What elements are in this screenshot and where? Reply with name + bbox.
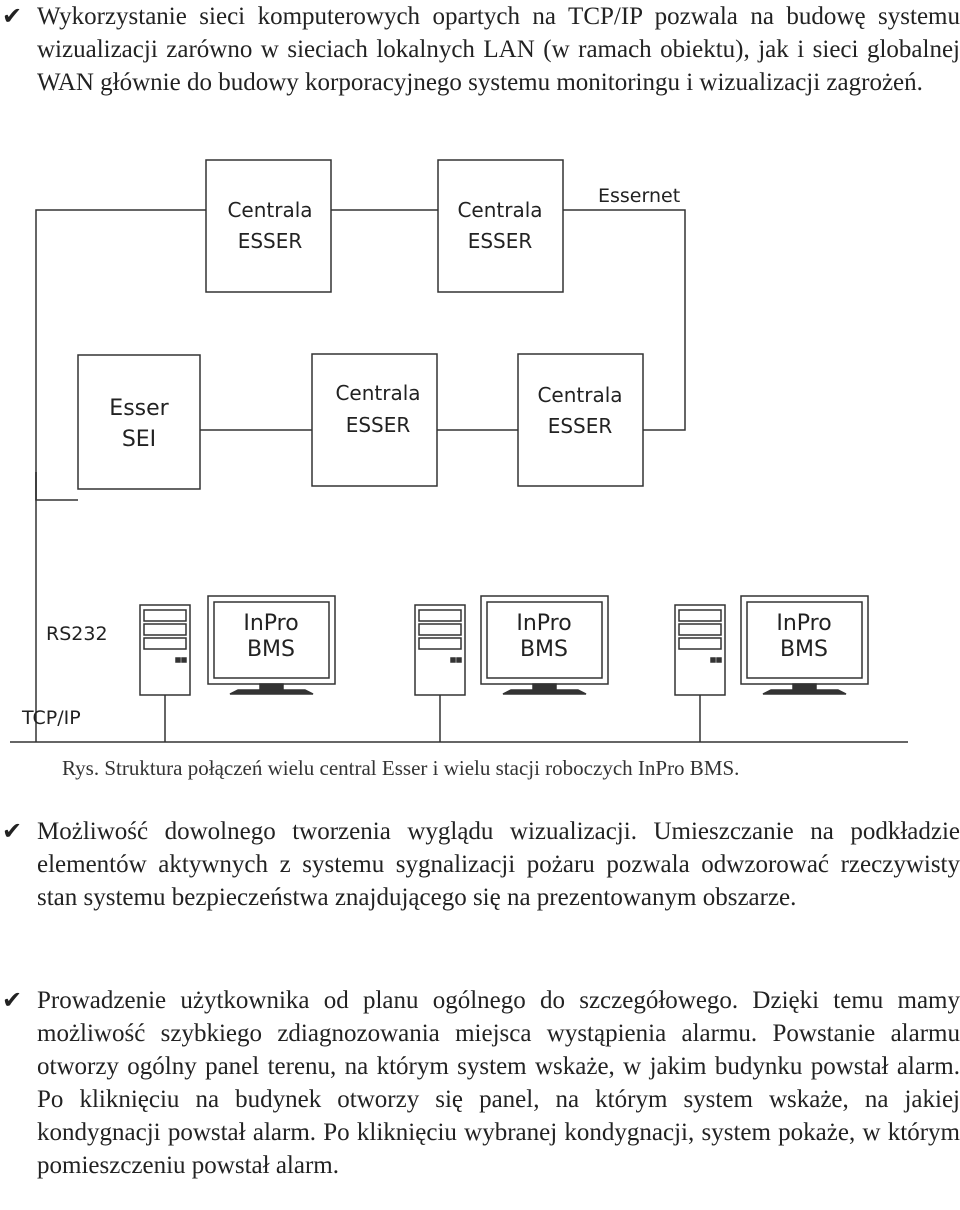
panel-label-line2: ESSER bbox=[548, 414, 613, 438]
panel-esser-sei: Esser SEI bbox=[77, 354, 201, 490]
panel-centrala-top-right: Centrala ESSER bbox=[437, 159, 564, 293]
tcpip-label: TCP/IP bbox=[21, 707, 81, 729]
essernet-label: Essernet bbox=[598, 185, 680, 207]
rs232-label: RS232 bbox=[46, 623, 108, 645]
bullet-item-navigation: ✔ Prowadzenie użytkownika od planu ogóln… bbox=[0, 984, 960, 1182]
panel-centrala-top-left: Centrala ESSER bbox=[205, 159, 332, 293]
monitor-icon bbox=[480, 595, 609, 695]
panel-label-line2: ESSER bbox=[468, 229, 533, 253]
panel-label-line2: ESSER bbox=[238, 229, 303, 253]
checkmark-icon: ✔ bbox=[2, 986, 23, 1014]
rs232-link bbox=[35, 472, 78, 501]
checkmark-icon: ✔ bbox=[2, 2, 23, 30]
bullet-text: Wykorzystanie sieci komputerowych oparty… bbox=[37, 3, 960, 96]
bullet-text: Możliwość dowolnego tworzenia wyglądu wi… bbox=[37, 818, 960, 911]
panel-centrala-middle: Centrala ESSER bbox=[311, 353, 438, 487]
workstation-label-line2: BMS bbox=[780, 637, 828, 662]
checkmark-icon: ✔ bbox=[2, 817, 23, 845]
panel-label-line1: Centrala bbox=[537, 383, 622, 407]
panel-label-line1: Centrala bbox=[227, 198, 312, 222]
workstation-label-line2: BMS bbox=[520, 637, 568, 662]
computer-tower-icon bbox=[139, 604, 191, 696]
panel-label-line1: Esser bbox=[109, 396, 169, 421]
computer-tower-icon bbox=[414, 604, 466, 696]
panel-label-line2: ESSER bbox=[346, 413, 411, 437]
figure-caption: Rys. Struktura połączeń wielu central Es… bbox=[62, 756, 740, 780]
workstation-1: InPro BMS bbox=[139, 595, 336, 696]
monitor-icon bbox=[740, 595, 869, 695]
panel-centrala-right: Centrala ESSER bbox=[517, 353, 644, 487]
bullet-text: Prowadzenie użytkownika od planu ogólneg… bbox=[37, 987, 960, 1179]
workstation-label-line2: BMS bbox=[247, 637, 295, 662]
monitor-icon bbox=[207, 595, 336, 695]
bullet-item-visualization: ✔ Możliwość dowolnego tworzenia wyglądu … bbox=[0, 815, 960, 914]
workstation-label-line1: InPro bbox=[516, 611, 571, 636]
essernet-link-right bbox=[563, 209, 686, 431]
essernet-link-left bbox=[35, 209, 206, 500]
workstation-label-line1: InPro bbox=[776, 611, 831, 636]
workstation-label-line1: InPro bbox=[243, 611, 298, 636]
network-diagram: Centrala ESSER Centrala ESSER Essernet E… bbox=[10, 159, 908, 743]
bullet-item-tcpip: ✔ Wykorzystanie sieci komputerowych opar… bbox=[0, 0, 960, 99]
panel-label-line2: SEI bbox=[122, 427, 156, 452]
computer-tower-icon bbox=[674, 604, 726, 696]
panel-label-line1: Centrala bbox=[335, 381, 420, 405]
workstation-2: InPro BMS bbox=[414, 595, 609, 696]
workstation-3: InPro BMS bbox=[674, 595, 869, 696]
panel-label-line1: Centrala bbox=[457, 198, 542, 222]
